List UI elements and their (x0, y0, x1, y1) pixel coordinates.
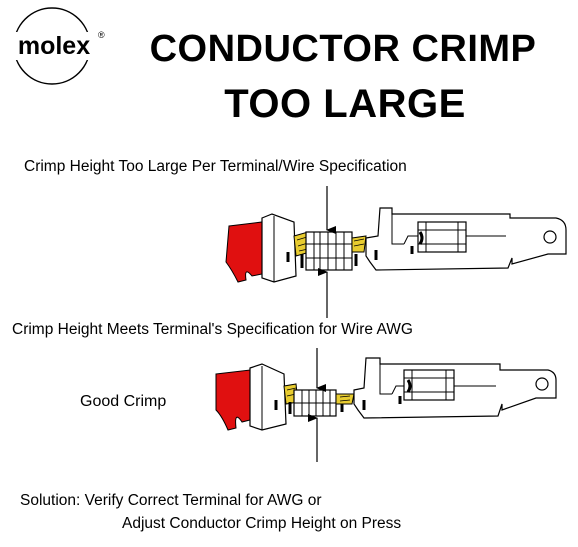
terminal-hole-bottom (535, 377, 549, 391)
page-title-line2: TOO LARGE (224, 82, 466, 126)
logo-text: molex (18, 32, 90, 60)
label-good-crimp: Good Crimp (80, 393, 167, 410)
terminal-too-large (225, 207, 567, 283)
conductor-crimp-top (305, 231, 353, 271)
insulation-crimp-bottom (249, 363, 287, 431)
caption-meets-spec: Crimp Height Meets Terminal's Specificat… (12, 321, 413, 338)
contact-window-top (417, 221, 467, 253)
solution-line1: Solution: Verify Correct Terminal for AW… (20, 492, 322, 509)
caption-too-large: Crimp Height Too Large Per Terminal/Wire… (24, 158, 407, 175)
page-title-line1: CONDUCTOR CRIMP (149, 28, 537, 70)
logo-ring-gap (6, 32, 104, 60)
wire-insulation-bottom (215, 369, 251, 431)
terminal-body-bottom (353, 357, 557, 419)
wire-strands-right-top (351, 235, 367, 253)
terminal-good-crimp (215, 357, 557, 431)
wire-strands-right-bottom (335, 393, 355, 405)
terminal-hole-top (543, 230, 557, 244)
insulation-crimp-top (261, 213, 297, 283)
solution-line2: Adjust Conductor Crimp Height on Press (122, 515, 402, 532)
molex-logo: molex ® (6, 7, 105, 85)
logo-registered-mark: ® (98, 30, 105, 40)
wire-insulation-top (225, 221, 263, 283)
